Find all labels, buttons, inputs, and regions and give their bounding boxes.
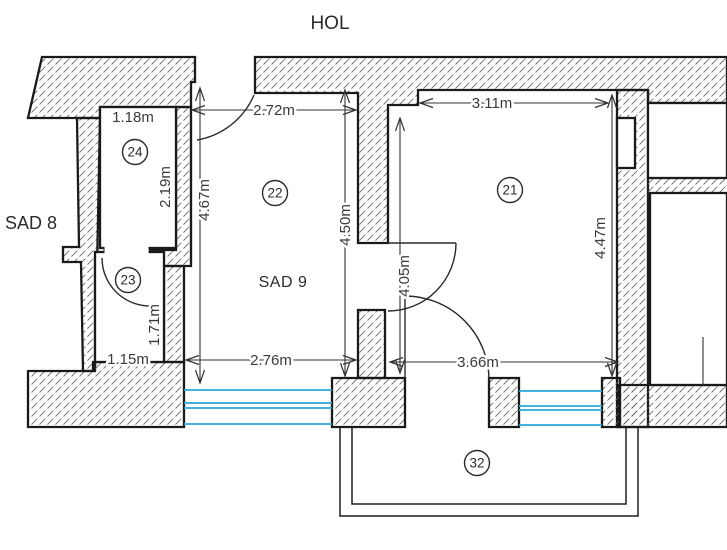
room-number-24: 24 bbox=[127, 145, 143, 160]
room-circle-22 bbox=[261, 179, 289, 207]
dim-text-room22-right-height: 4.50m bbox=[337, 204, 354, 246]
room-circle-32 bbox=[463, 449, 491, 477]
label-sad8: SAD 8 bbox=[5, 213, 57, 233]
room-circle-24 bbox=[121, 138, 149, 166]
door-opening-24-23 bbox=[104, 243, 149, 257]
room-number-21: 21 bbox=[502, 183, 517, 198]
neighbor-space-right bbox=[648, 191, 727, 387]
dim-text-room21-top: 3.11m bbox=[472, 95, 513, 112]
room-number-22: 22 bbox=[267, 186, 282, 201]
room-number-32: 32 bbox=[469, 456, 484, 471]
wall-window2-right-jamb bbox=[600, 376, 622, 429]
wall-left-band-sad8 bbox=[61, 116, 102, 373]
dimension-lines-group bbox=[184, 86, 620, 385]
dim-text-room24-width: 1.18m bbox=[112, 109, 154, 126]
walls-group bbox=[26, 55, 727, 429]
door-arc-hol-room22 bbox=[196, 94, 255, 141]
dim-text-room22-bottom: 2.76m bbox=[250, 352, 292, 369]
wall-bottom-right-band bbox=[616, 383, 727, 429]
wall-window2-left-pier bbox=[487, 376, 521, 429]
label-hol: HOL bbox=[310, 13, 349, 34]
wall-room23-right-band bbox=[162, 264, 186, 364]
dim-text-room23-width: 1.15m bbox=[107, 351, 149, 368]
dim-text-room21-bottom: 3.66m bbox=[457, 354, 499, 371]
room21-wall-niche bbox=[615, 116, 637, 170]
wall-window1-right-block bbox=[330, 376, 407, 429]
neighbor-space-top-right bbox=[646, 101, 727, 180]
door-arc-room23 bbox=[101, 257, 151, 307]
labels-group: HOL SAD 8 SAD 9 bbox=[5, 13, 350, 291]
room-circle-23 bbox=[114, 266, 142, 294]
room-numbers-group: 21 22 23 24 32 bbox=[114, 138, 524, 477]
doors-group bbox=[101, 94, 490, 381]
dim-text-room24-height: 2.19m bbox=[157, 166, 174, 208]
dim-text-room21-right-height: 4.47m bbox=[592, 217, 609, 259]
wall-bottom-left-mass bbox=[26, 360, 186, 429]
room-circle-21 bbox=[496, 176, 524, 204]
dimension-texts-group: 2.72m 3.11m 2.76m 3.66m 1.18m 1.15m 4.67… bbox=[105, 93, 612, 374]
wall-right-neighbor-band bbox=[648, 175, 727, 196]
balcony-railing bbox=[339, 427, 639, 517]
window-glazing-1 bbox=[184, 389, 332, 425]
dim-text-room22-left-height: 4.67m bbox=[196, 179, 213, 221]
wall-mid-lower-pier bbox=[356, 308, 387, 380]
room-24-floor bbox=[98, 105, 178, 250]
label-sad9: SAD 9 bbox=[259, 274, 308, 291]
window-glazing-2 bbox=[519, 390, 602, 426]
wall-top-band bbox=[253, 55, 727, 245]
dim-text-room21-left-height: 4.05m bbox=[396, 255, 413, 297]
dim-text-room22-top: 2.72m bbox=[253, 102, 295, 119]
room-23-floor bbox=[93, 250, 166, 364]
door-arc-room21 bbox=[387, 242, 457, 312]
floors-group bbox=[93, 101, 727, 387]
door-arc-balcony bbox=[404, 295, 490, 381]
dim-text-room23-height: 1.71m bbox=[146, 304, 163, 346]
room-number-23: 23 bbox=[120, 273, 135, 288]
